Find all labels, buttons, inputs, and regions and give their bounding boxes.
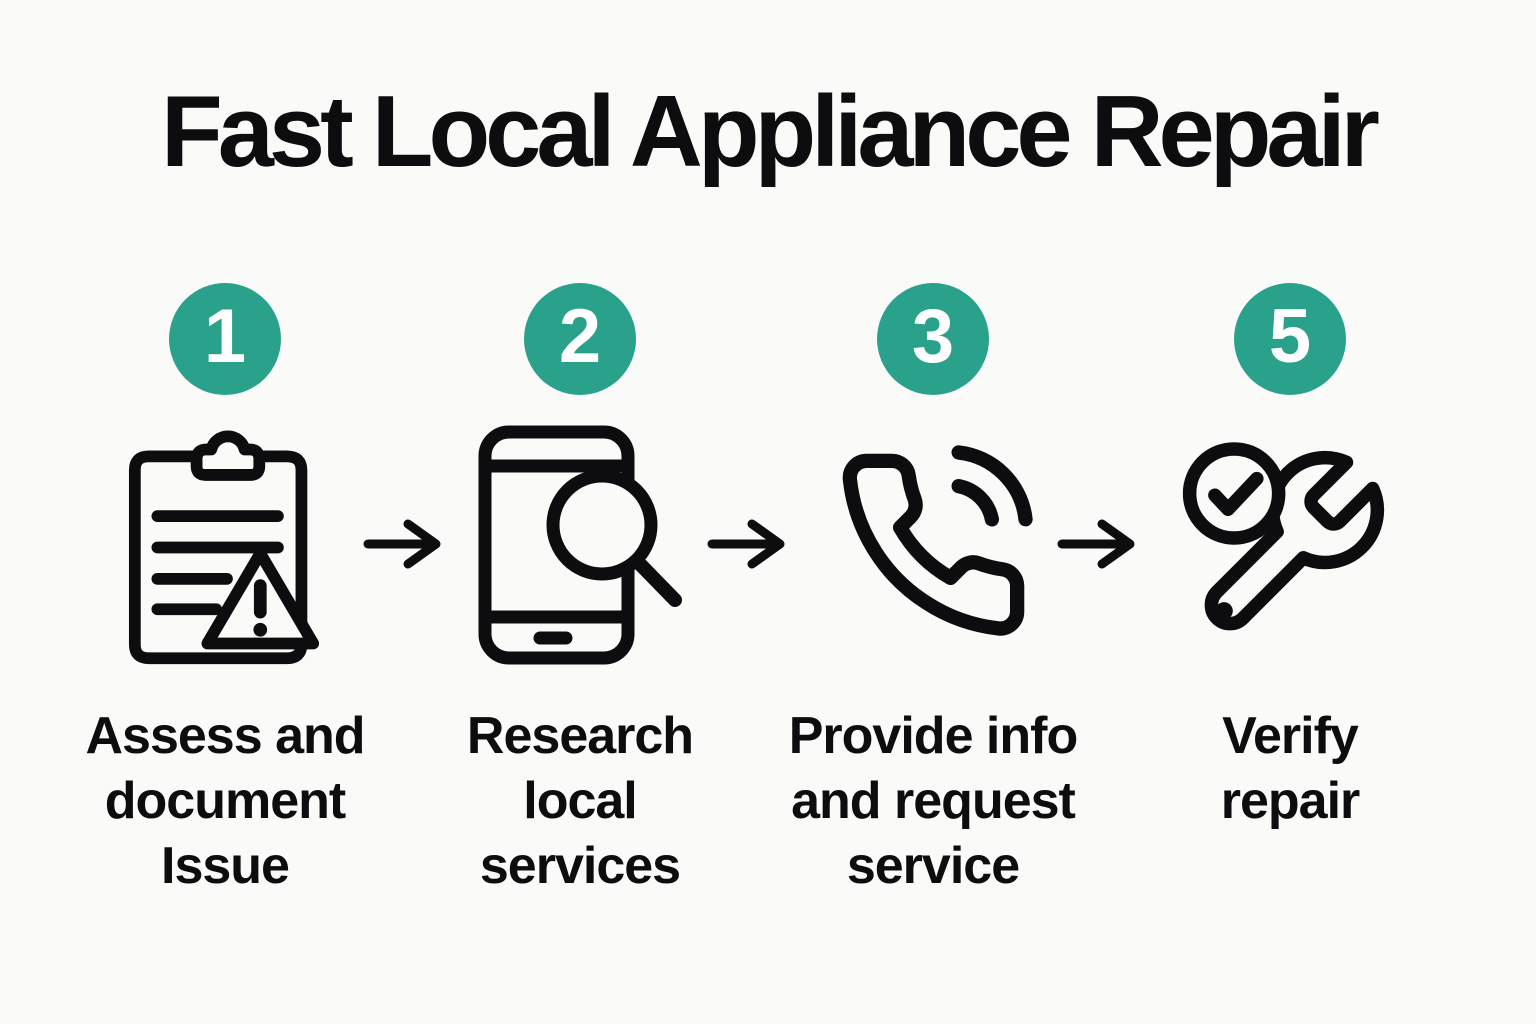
step-1: 1 Assess and document Issue [53, 283, 397, 899]
step-1-number-badge: 1 [169, 283, 281, 395]
wrench-check-icon [1178, 420, 1402, 670]
step-3: 3 Provide info and request service [761, 283, 1105, 899]
step-2-number: 2 [558, 294, 602, 379]
step-4: 5 Verify repair [1118, 283, 1462, 834]
phone-call-icon [827, 420, 1039, 670]
step-3-label: Provide info and request service [788, 707, 1078, 895]
step-2: 2 Research local services [408, 283, 752, 899]
arrow-right-icon [705, 515, 791, 573]
step-2-number-badge: 2 [524, 283, 636, 395]
step-1-label: Assess and document Issue [85, 707, 365, 895]
smartphone-search-icon [478, 420, 683, 670]
step-3-number: 3 [911, 294, 955, 379]
step-4-label: Verify repair [1220, 707, 1361, 830]
arrow-right-icon [361, 515, 447, 573]
step-4-number-badge: 5 [1234, 283, 1346, 395]
clipboard-warning-icon [127, 420, 323, 670]
arrow-right-icon [1055, 515, 1141, 573]
step-3-number-badge: 3 [877, 283, 989, 395]
step-1-number: 1 [203, 294, 247, 379]
step-2-label: Research local services [466, 707, 694, 895]
step-4-number: 5 [1268, 294, 1312, 379]
page-title: Fast Local Appliance Repair [161, 76, 1380, 188]
